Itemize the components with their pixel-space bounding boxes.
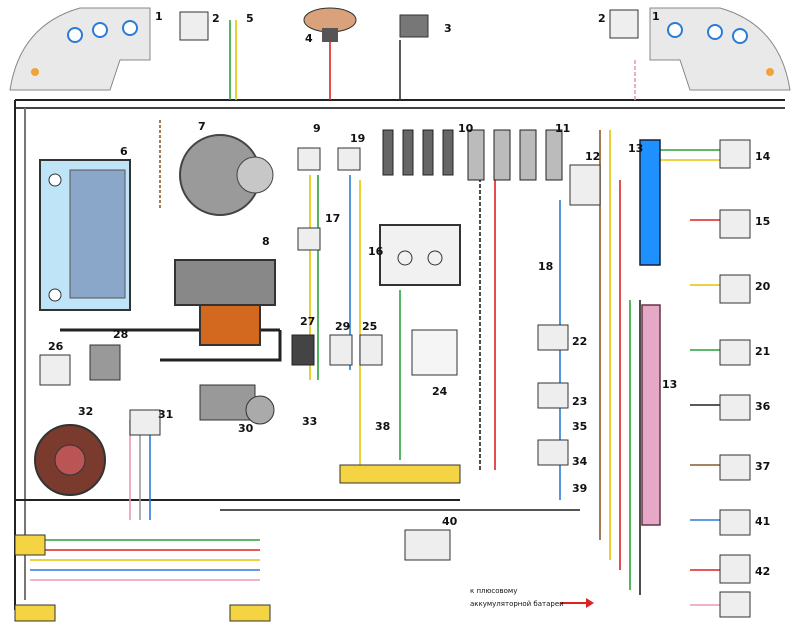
label-c13-bottom: 13 xyxy=(662,378,677,391)
label-c29: 29 xyxy=(335,320,350,333)
label-c10: 10 xyxy=(458,122,474,135)
label-c38: 38 xyxy=(375,420,390,433)
label-c14: 14 xyxy=(755,150,771,163)
wiper-motor xyxy=(199,384,275,425)
label-c31: 31 xyxy=(158,408,173,421)
starter-motor xyxy=(174,259,276,346)
label-c19: 19 xyxy=(350,132,365,145)
small-switches xyxy=(39,9,639,561)
horn xyxy=(34,424,106,496)
label-c28: 28 xyxy=(113,328,128,341)
relays xyxy=(411,324,569,466)
connector-block-upper xyxy=(639,139,661,266)
label-c37: 37 xyxy=(755,460,770,473)
label-c1-right: 1 xyxy=(652,10,660,23)
label-c2-right: 2 xyxy=(598,12,606,25)
label-c9: 9 xyxy=(313,122,321,135)
battery-note-top: к плюсовому xyxy=(470,587,517,595)
label-c20: 20 xyxy=(755,280,771,293)
fuel-injectors xyxy=(467,129,563,181)
component-labels: 1 1 2 2 3 4 5 6 7 8 9 10 11 12 13 13 14 … xyxy=(48,10,771,578)
main-harness xyxy=(14,99,785,610)
label-c30: 30 xyxy=(238,422,254,435)
label-c13-top: 13 xyxy=(628,142,643,155)
connector-block-lower xyxy=(641,304,661,526)
label-c7: 7 xyxy=(198,120,206,133)
label-c42: 42 xyxy=(755,565,770,578)
label-c1-left: 1 xyxy=(155,10,163,23)
label-c35: 35 xyxy=(572,420,587,433)
label-c17: 17 xyxy=(325,212,340,225)
ignition-module xyxy=(379,224,461,286)
right-sensors xyxy=(719,139,751,618)
label-c36: 36 xyxy=(755,400,771,413)
label-c34: 34 xyxy=(572,455,588,468)
battery xyxy=(39,159,131,311)
alternator xyxy=(179,134,274,216)
label-c27: 27 xyxy=(300,315,315,328)
label-c15: 15 xyxy=(755,215,770,228)
yellow-connector-strip xyxy=(14,464,461,622)
right-headlamp xyxy=(649,7,791,91)
label-c22: 22 xyxy=(572,335,587,348)
label-c41: 41 xyxy=(755,515,770,528)
label-c16: 16 xyxy=(368,245,384,258)
label-c33: 33 xyxy=(302,415,317,428)
label-c40: 40 xyxy=(442,515,458,528)
label-c24: 24 xyxy=(432,385,448,398)
label-c12: 12 xyxy=(585,150,600,163)
spark-plugs xyxy=(382,129,454,176)
label-c25: 25 xyxy=(362,320,377,333)
label-c21: 21 xyxy=(755,345,770,358)
label-c8: 8 xyxy=(262,235,270,248)
label-c32: 32 xyxy=(78,405,93,418)
battery-note: аккумуляторной батареи xyxy=(470,600,564,608)
label-c18: 18 xyxy=(538,260,553,273)
label-c5: 5 xyxy=(246,12,254,25)
top-sensor xyxy=(303,7,357,42)
battery-arrow xyxy=(560,598,594,608)
label-c3: 3 xyxy=(444,22,452,35)
label-c6: 6 xyxy=(120,145,128,158)
left-headlamp xyxy=(9,7,151,91)
label-c23: 23 xyxy=(572,395,587,408)
label-c39: 39 xyxy=(572,482,587,495)
label-c2-left: 2 xyxy=(212,12,220,25)
label-c26: 26 xyxy=(48,340,64,353)
label-c11: 11 xyxy=(555,122,570,135)
label-c4: 4 xyxy=(305,32,313,45)
